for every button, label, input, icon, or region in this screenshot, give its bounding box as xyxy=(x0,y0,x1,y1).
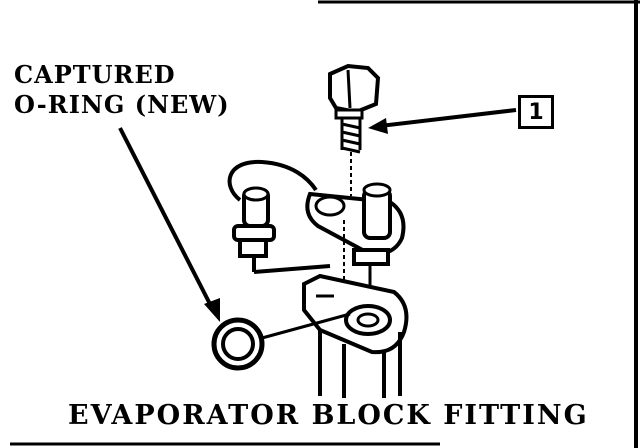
left-fitting-drawing xyxy=(232,186,331,274)
callout-line-1: CAPTURED xyxy=(14,60,176,89)
callout-number-box: 1 xyxy=(518,95,554,129)
upper-block-drawing xyxy=(305,182,406,300)
bolt-drawing xyxy=(328,63,381,196)
o-ring-drawing xyxy=(211,312,351,371)
figure-caption: EVAPORATOR BLOCK FITTING xyxy=(68,400,589,431)
lock-wire xyxy=(227,159,318,202)
o-ring-callout-label: CAPTURED O-RING (NEW) xyxy=(14,60,230,120)
callout-line-2: O-RING (NEW) xyxy=(14,90,230,119)
o-ring-callout-arrow xyxy=(118,127,220,322)
callout-1-arrow xyxy=(368,108,517,134)
evaporator-block-drawing xyxy=(302,273,409,398)
